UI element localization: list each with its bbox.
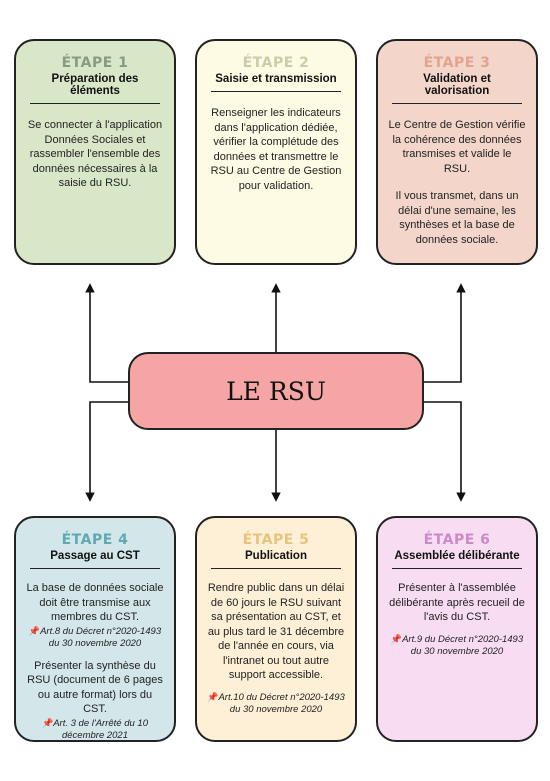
step-description: La base de données sociale doit être tra…	[26, 582, 164, 623]
step-number: ÉTAPE 4	[61, 532, 129, 548]
step-number: ÉTAPE 1	[61, 55, 129, 71]
step-title: Saisie et transmission	[211, 73, 341, 92]
step-number: ÉTAPE 6	[423, 532, 491, 548]
step-description: Présenter la synthèse du RSU (document d…	[27, 659, 163, 716]
step-title: Publication	[211, 550, 341, 569]
pin-icon: 📌	[207, 691, 219, 702]
step-number: ÉTAPE 5	[242, 532, 310, 548]
step-description: Présenter à l'assemblée délibérante aprè…	[389, 582, 525, 623]
legal-reference: 📌Art.10 du Décret n°2020-1493 du 30 nove…	[207, 691, 345, 717]
legal-reference: 📌Art. 3 de l'Arrêté du 10 décembre 2021	[26, 717, 164, 743]
arrow-to-step-4	[85, 401, 128, 502]
step-card-3: ÉTAPE 3 Validation et valorisation Le Ce…	[376, 39, 538, 265]
step-description: Il vous transmet, dans un délai d'une se…	[395, 190, 519, 246]
step-title: Passage au CST	[30, 550, 160, 569]
center-title-box: LE RSU	[128, 352, 424, 430]
step-card-6: ÉTAPE 6 Assemblée délibérante Présenter …	[376, 516, 538, 742]
step-description: Se connecter à l'application Données Soc…	[27, 119, 163, 189]
step-number: ÉTAPE 2	[242, 55, 310, 71]
legal-reference: 📌Art.9 du Décret n°2020-1493 du 30 novem…	[388, 633, 526, 659]
arrow-to-step-6	[424, 401, 466, 502]
pin-icon: 📌	[28, 625, 41, 636]
step-description: Le Centre de Gestion vérifie la cohérenc…	[388, 119, 526, 175]
pin-icon: 📌	[390, 633, 403, 644]
step-number: ÉTAPE 3	[423, 55, 491, 71]
step-card-5: ÉTAPE 5 Publication Rendre public dans u…	[195, 516, 357, 742]
legal-reference: 📌Art.8 du Décret n°2020-1493 du 30 novem…	[26, 625, 164, 651]
step-description: Rendre public dans un délai de 60 jours …	[207, 582, 345, 681]
step-card-1: ÉTAPE 1 Préparation des éléments Se conn…	[14, 39, 176, 265]
step-title: Validation et valorisation	[392, 73, 522, 104]
step-card-4: ÉTAPE 4 Passage au CST La base de donnée…	[14, 516, 176, 742]
pin-icon: 📌	[42, 717, 54, 728]
step-card-2: ÉTAPE 2 Saisie et transmission Renseigne…	[195, 39, 357, 265]
arrow-to-step-1	[85, 283, 128, 383]
step-title: Assemblée délibérante	[392, 550, 522, 569]
step-description: Renseigner les indicateurs dans l'applic…	[210, 107, 342, 192]
arrow-to-step-3	[424, 283, 466, 383]
legal-reference-text: Art.9 du Décret n°2020-1493 du 30 novemb…	[402, 633, 524, 658]
step-title: Préparation des éléments	[30, 73, 160, 104]
legal-reference-text: Art.8 du Décret n°2020-1493 du 30 novemb…	[40, 625, 162, 650]
legal-reference-text: Art. 3 de l'Arrêté du 10 décembre 2021	[53, 717, 148, 742]
center-title: LE RSU	[226, 376, 326, 406]
legal-reference-text: Art.10 du Décret n°2020-1493 du 30 novem…	[218, 691, 345, 716]
